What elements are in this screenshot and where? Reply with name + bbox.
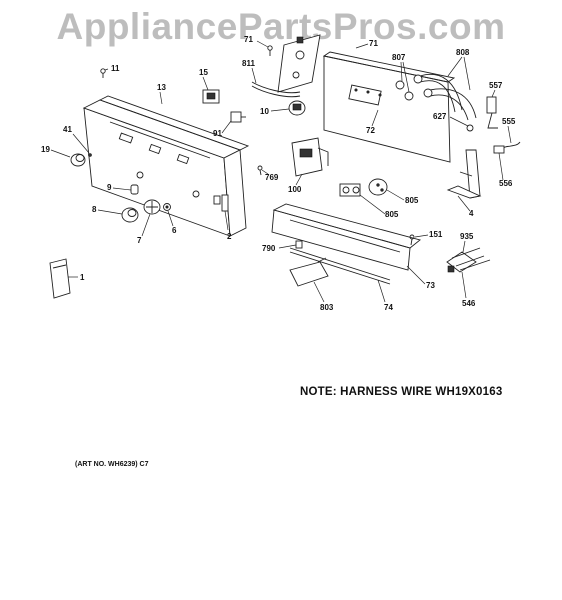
callout-41: 41 <box>63 125 72 134</box>
callout-71: 71 <box>244 35 253 44</box>
callout-71b: 71 <box>369 39 378 48</box>
callout-91: 91 <box>213 129 222 138</box>
inlet-hoses-808[interactable] <box>413 73 477 121</box>
switch-91[interactable] <box>230 111 246 123</box>
callout-807: 807 <box>392 53 406 62</box>
owner-manual-1[interactable] <box>49 258 71 299</box>
backsplash-bracket[interactable] <box>277 34 321 93</box>
callout-627: 627 <box>433 112 447 121</box>
callout-74: 74 <box>384 303 393 312</box>
timer-100[interactable] <box>291 137 329 177</box>
callout-11: 11 <box>111 64 120 73</box>
callout-13: 13 <box>157 83 166 92</box>
watermark-logo: AppliancePartsPros.com <box>56 6 506 47</box>
callout-1: 1 <box>80 273 85 282</box>
clip-790[interactable] <box>295 240 303 249</box>
callout-769: 769 <box>265 173 279 182</box>
wire-harness-546[interactable] <box>446 247 491 273</box>
callout-100: 100 <box>288 185 302 194</box>
callout-546: 546 <box>462 299 476 308</box>
clip-41[interactable] <box>88 153 92 157</box>
hose-811[interactable] <box>251 81 301 98</box>
callout-935: 935 <box>460 232 474 241</box>
rear-panel-frame[interactable] <box>98 95 250 151</box>
callout-9: 9 <box>107 183 112 192</box>
callout-556: 556 <box>499 179 513 188</box>
callout-557: 557 <box>489 81 503 90</box>
callout-805-upper: 805 <box>405 196 419 205</box>
knob-insert-9[interactable] <box>130 184 139 195</box>
callout-73: 73 <box>426 281 435 290</box>
screw-769[interactable] <box>257 165 263 176</box>
knob-8[interactable] <box>121 207 139 223</box>
callout-555: 555 <box>502 117 516 126</box>
callout-6: 6 <box>172 226 177 235</box>
washer-6[interactable] <box>163 203 171 211</box>
knob-7[interactable] <box>143 199 161 215</box>
harness-clip-557[interactable] <box>486 96 498 129</box>
art-number: (ART NO. WH6239) C7 <box>75 461 149 468</box>
callout-803: 803 <box>320 303 334 312</box>
callout-790: 790 <box>262 244 276 253</box>
callout-811: 811 <box>242 59 255 68</box>
callout-labels: 11 13 41 19 15 91 9 8 7 6 2 1 71 811 10 … <box>41 35 516 312</box>
switch-15[interactable] <box>202 89 220 104</box>
callout-151: 151 <box>429 230 443 239</box>
valve-805-upper[interactable] <box>368 178 388 196</box>
callout-4: 4 <box>469 209 474 218</box>
callout-7: 7 <box>137 236 142 245</box>
callout-8: 8 <box>92 205 97 214</box>
callout-72: 72 <box>366 126 375 135</box>
pressure-switch-10[interactable] <box>288 100 306 116</box>
callout-15: 15 <box>199 68 208 77</box>
end-cap-bracket-4[interactable] <box>446 149 482 199</box>
callout-808: 808 <box>456 48 470 57</box>
callout-805-lower: 805 <box>385 210 399 219</box>
thermistor-627[interactable] <box>466 124 474 132</box>
backsplash-panel-72[interactable] <box>322 51 456 163</box>
control-panel-13[interactable] <box>82 99 247 237</box>
callout-10: 10 <box>260 107 269 116</box>
callout-19: 19 <box>41 145 50 154</box>
fill-valve-fitting-807[interactable] <box>395 80 414 101</box>
valve-805-lower[interactable] <box>339 183 361 197</box>
harness-wire-note: NOTE: HARNESS WIRE WH19X0163 <box>300 386 503 398</box>
trim-strip-74[interactable] <box>289 247 391 285</box>
knob-19[interactable] <box>70 153 86 167</box>
screw-71[interactable] <box>267 45 273 56</box>
screw-151[interactable] <box>409 234 415 246</box>
cord-555[interactable] <box>493 141 521 154</box>
screw-11[interactable] <box>100 68 106 78</box>
lower-panel-73[interactable] <box>271 203 421 271</box>
callout-2: 2 <box>227 232 232 241</box>
dispenser-803[interactable] <box>289 257 329 287</box>
